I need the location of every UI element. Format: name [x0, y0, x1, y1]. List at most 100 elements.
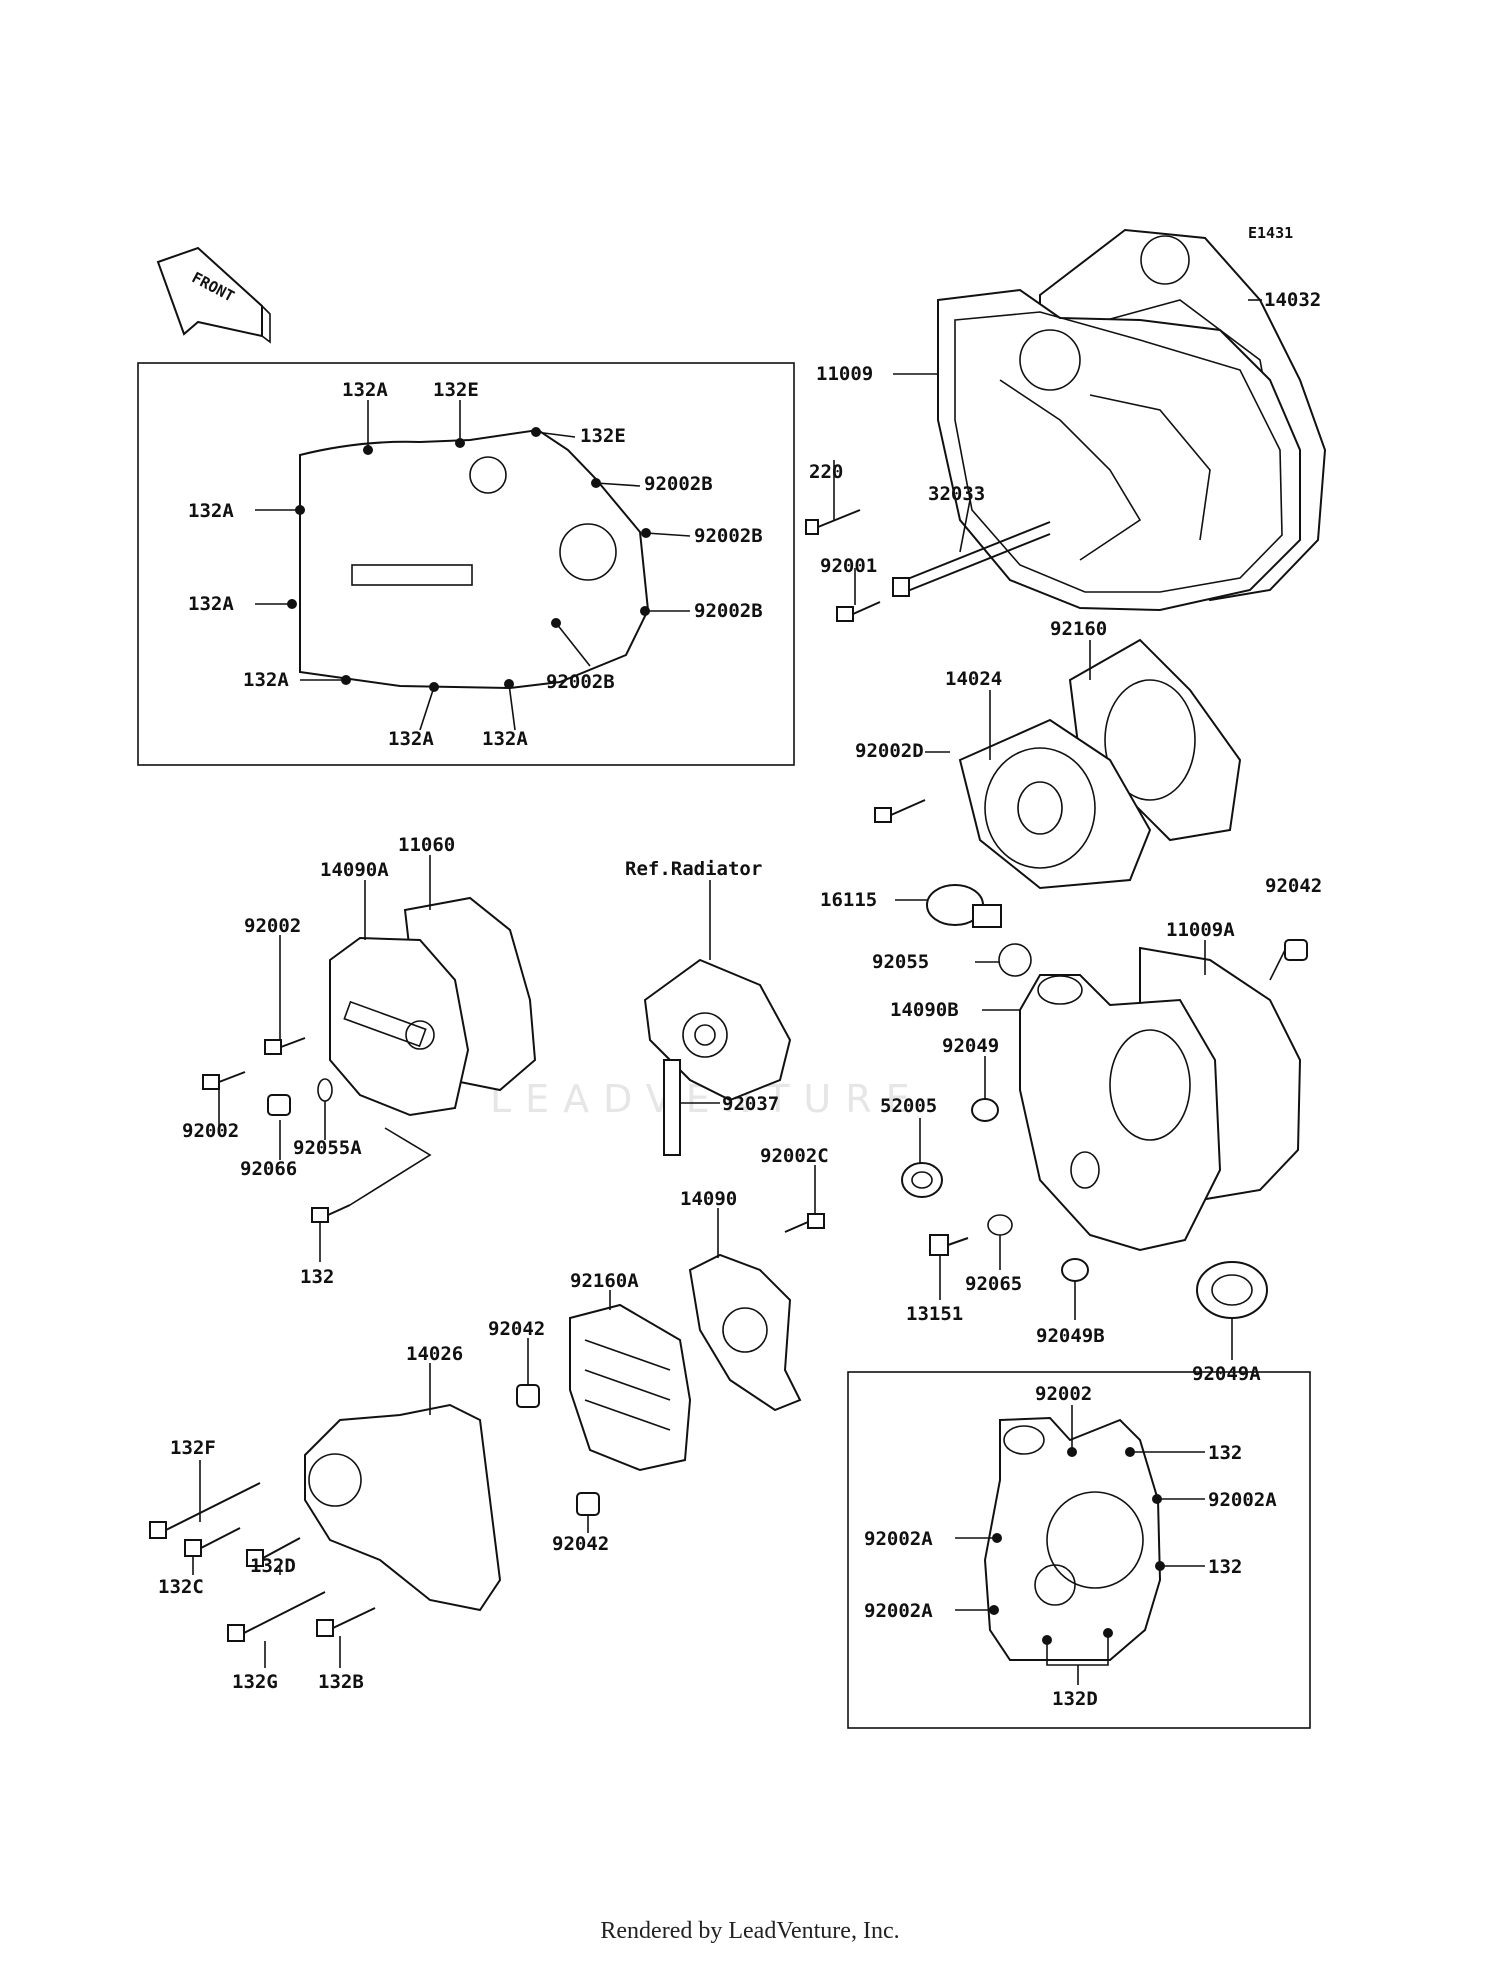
label-14032: 14032	[1264, 289, 1321, 311]
dowel-92042-middle	[516, 1384, 540, 1408]
label-132G: 132G	[232, 1671, 278, 1693]
label-14090B: 14090B	[890, 999, 959, 1021]
water-pump-ref-radiator	[643, 958, 792, 1102]
label-92002A: 92002A	[1208, 1489, 1277, 1511]
cover-14026	[304, 1403, 502, 1612]
bolt-92002-upper	[264, 1037, 306, 1055]
label-92042: 92042	[1265, 875, 1322, 897]
sensor-13151	[929, 1234, 969, 1256]
bolt-132F	[149, 1482, 261, 1539]
label-132A: 132A	[243, 669, 289, 691]
bolt-92002C	[784, 1213, 825, 1233]
label-92055: 92055	[872, 951, 929, 973]
label-132D: 132D	[250, 1555, 296, 1577]
label-92002B: 92002B	[694, 525, 763, 547]
label-92002C: 92002C	[760, 1145, 829, 1167]
label-132F: 132F	[170, 1437, 216, 1459]
front-arrow-icon: FRONT	[156, 246, 271, 344]
label-11060: 11060	[398, 834, 455, 856]
label-92002A: 92002A	[864, 1600, 933, 1622]
label-52005: 52005	[880, 1095, 937, 1117]
label-92037: 92037	[722, 1093, 779, 1115]
bolt-220	[805, 460, 861, 535]
label-132A: 132A	[188, 500, 234, 522]
bearing-92049A	[1196, 1261, 1268, 1319]
label-220: 220	[809, 461, 843, 483]
housing-inset	[847, 1371, 1311, 1729]
label-132: 132	[1208, 1442, 1242, 1464]
bolt-92002D	[874, 799, 926, 823]
footer-credit: Rendered by LeadVenture, Inc.	[600, 1918, 900, 1944]
label-132A: 132A	[482, 728, 528, 750]
label-92065: 92065	[965, 1273, 1022, 1295]
label-13151: 13151	[906, 1303, 963, 1325]
label-14090A: 14090A	[320, 859, 389, 881]
label-92055A: 92055A	[293, 1137, 362, 1159]
label-92002B: 92002B	[546, 671, 615, 693]
label-92042: 92042	[488, 1318, 545, 1340]
gasket-92160A	[569, 1303, 692, 1472]
bolt-132G	[227, 1591, 326, 1642]
label-92002: 92002	[1035, 1383, 1092, 1405]
label-92002: 92002	[244, 915, 301, 937]
label-92049: 92049	[942, 1035, 999, 1057]
housing-14090B	[1019, 974, 1222, 1252]
dowel-92042-upper	[1284, 939, 1308, 961]
housing-leader-lines	[955, 1405, 1205, 1685]
o-ring-92055	[998, 943, 1032, 977]
label-11009A: 11009A	[1166, 919, 1235, 941]
seal-52005	[901, 1162, 943, 1198]
o-ring-92055A	[317, 1078, 333, 1102]
label-92160A: 92160A	[570, 1270, 639, 1292]
label-92049B: 92049B	[1036, 1325, 1105, 1347]
label-92002D: 92002D	[855, 740, 924, 762]
label-132E: 132E	[580, 425, 626, 447]
label-132: 132	[300, 1266, 334, 1288]
cap-16115	[926, 884, 1002, 928]
label-14024: 14024	[945, 668, 1002, 690]
label-132A: 132A	[388, 728, 434, 750]
label-132B: 132B	[318, 1671, 364, 1693]
seal-92049	[971, 1098, 999, 1122]
dowel-92042-lower	[576, 1492, 600, 1516]
label-132D: 132D	[1052, 1688, 1098, 1710]
label-11009: 11009	[816, 363, 873, 385]
bolt-92002-lower	[202, 1071, 246, 1090]
label-14026: 14026	[406, 1343, 463, 1365]
pipe-32033	[892, 499, 1051, 597]
bolt-132C	[184, 1527, 241, 1557]
label-132C: 132C	[158, 1576, 204, 1598]
label-92002A: 92002A	[864, 1528, 933, 1550]
label-92002B: 92002B	[644, 473, 713, 495]
label-32033: 32033	[928, 483, 985, 505]
seal-92049B	[1061, 1258, 1089, 1282]
cover-14090A	[329, 936, 470, 1117]
label-16115: 16115	[820, 889, 877, 911]
label-92042: 92042	[552, 1533, 609, 1555]
label-14090: 14090	[680, 1188, 737, 1210]
diagram-id: E1431	[1248, 224, 1293, 242]
label-132A: 132A	[188, 593, 234, 615]
clutch-cover-outline	[299, 428, 650, 690]
pin-92037	[663, 1059, 681, 1156]
label-92160: 92160	[1050, 618, 1107, 640]
label-132: 132	[1208, 1556, 1242, 1578]
bolt-92001	[836, 568, 881, 622]
bolt-132B	[316, 1607, 376, 1637]
plate-14090	[688, 1253, 802, 1412]
label-132A: 132A	[342, 379, 388, 401]
inset-leader-lines	[255, 400, 691, 731]
ref-radiator-note: Ref.Radiator	[625, 858, 762, 880]
label-92002: 92002	[182, 1120, 239, 1142]
cover-14024	[958, 718, 1152, 890]
label-92001: 92001	[820, 555, 877, 577]
bolt-132D	[246, 1537, 301, 1567]
label-92066: 92066	[240, 1158, 297, 1180]
plug-92066	[267, 1094, 291, 1116]
washer-92065	[987, 1214, 1013, 1236]
label-92049A: 92049A	[1192, 1363, 1261, 1385]
housing-outline	[983, 1416, 1162, 1661]
label-92002B: 92002B	[694, 600, 763, 622]
bolt-132	[311, 1204, 351, 1223]
